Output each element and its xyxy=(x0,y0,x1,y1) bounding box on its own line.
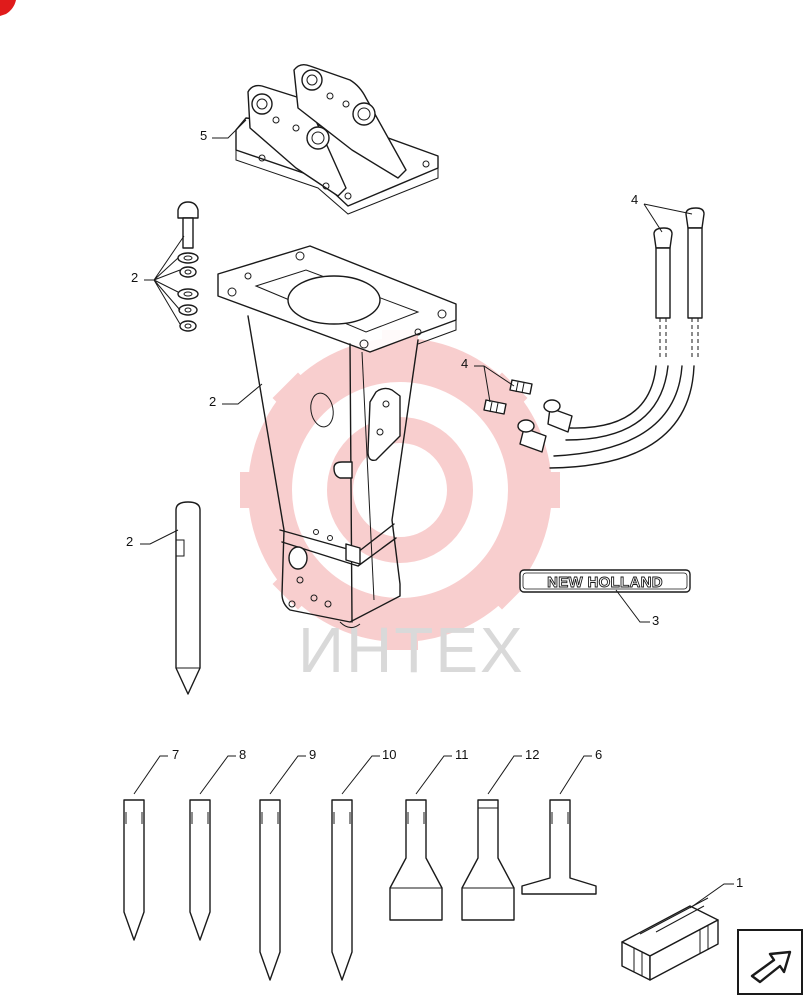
bolt-washer-set-part xyxy=(177,201,199,332)
fittings-part xyxy=(483,379,533,415)
red-corner-mark-icon xyxy=(0,0,16,16)
callout-2-body: 2 xyxy=(209,394,216,409)
tool-9-part xyxy=(259,799,281,981)
mounting-bracket-part xyxy=(235,63,439,215)
callout-1: 1 xyxy=(736,875,743,890)
callout-2-hardware: 2 xyxy=(131,270,138,285)
tool-12-part xyxy=(461,799,515,921)
hammer-body-part xyxy=(217,245,457,628)
brand-badge-text: NEW HOLLAND xyxy=(547,574,663,591)
callout-3: 3 xyxy=(652,613,659,628)
callout-6: 6 xyxy=(595,747,602,762)
tool-kit-crate-part xyxy=(621,897,719,981)
callout-12: 12 xyxy=(525,747,539,762)
callout-4-fittings: 4 xyxy=(461,356,468,371)
callout-10: 10 xyxy=(382,747,396,762)
hydraulic-hoses-part xyxy=(517,207,705,469)
callout-8: 8 xyxy=(239,747,246,762)
watermark-gear xyxy=(240,330,560,650)
tool-6-part xyxy=(521,799,597,895)
callout-4-hoses: 4 xyxy=(631,192,638,207)
hammer-tool-part xyxy=(175,501,201,695)
tool-10-part xyxy=(331,799,353,981)
callout-9: 9 xyxy=(309,747,316,762)
tool-11-part xyxy=(389,799,443,921)
leader-lines xyxy=(133,119,734,909)
next-page-arrow-icon[interactable] xyxy=(737,929,803,995)
tool-7-part xyxy=(123,799,145,941)
callout-7: 7 xyxy=(172,747,179,762)
tool-8-part xyxy=(189,799,211,941)
brand-badge-part xyxy=(519,569,691,593)
watermark-text: ИНТЕХ xyxy=(298,614,525,686)
callout-2-tool: 2 xyxy=(126,534,133,549)
callout-11: 11 xyxy=(455,747,469,762)
callout-5: 5 xyxy=(200,128,207,143)
